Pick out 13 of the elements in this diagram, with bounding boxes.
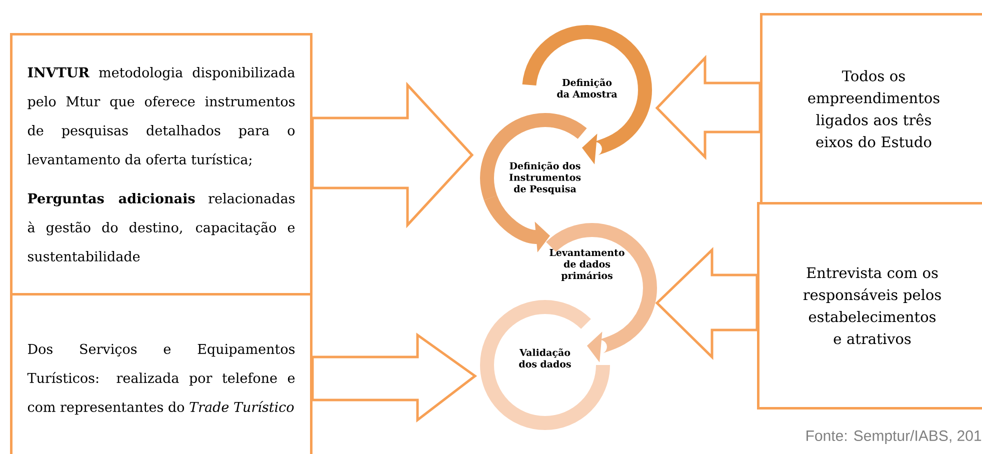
cycle-step: Levantamento de dados primários — [546, 223, 657, 288]
text-box: INVTUR metodologia disponibilizada pelo Mtur que oferece instrumentos de pesquisas detalhados para o levantamento da oferta turística; Perguntas adicionais relacionadas à gestão do destino, capacitação e sustentabilidade — [10, 33, 312, 296]
block-arrow — [311, 82, 474, 228]
cycle-step: Definição dos Instrumentos de Pesquisa — [480, 113, 586, 200]
text-box: Entrevista com os responsáveis pelos estabelecimentos e atrativos — [757, 202, 982, 410]
cycle-step: Validação dos dados — [480, 300, 610, 430]
cycle-step: Definição da Amostra — [522, 25, 652, 98]
text-box: Dos Serviços e Equipamentos Turísticos: realizada por telefone e com representantes do Trade Turístico — [10, 293, 312, 454]
text-box: Todos os empreendimentos ligados aos três eixos do Estudo — [760, 13, 982, 204]
block-arrow — [311, 332, 478, 423]
source-note: Fonte: Semptur/IABS, 201 — [806, 430, 982, 444]
block-arrow — [655, 54, 762, 160]
block-arrow — [655, 247, 758, 360]
